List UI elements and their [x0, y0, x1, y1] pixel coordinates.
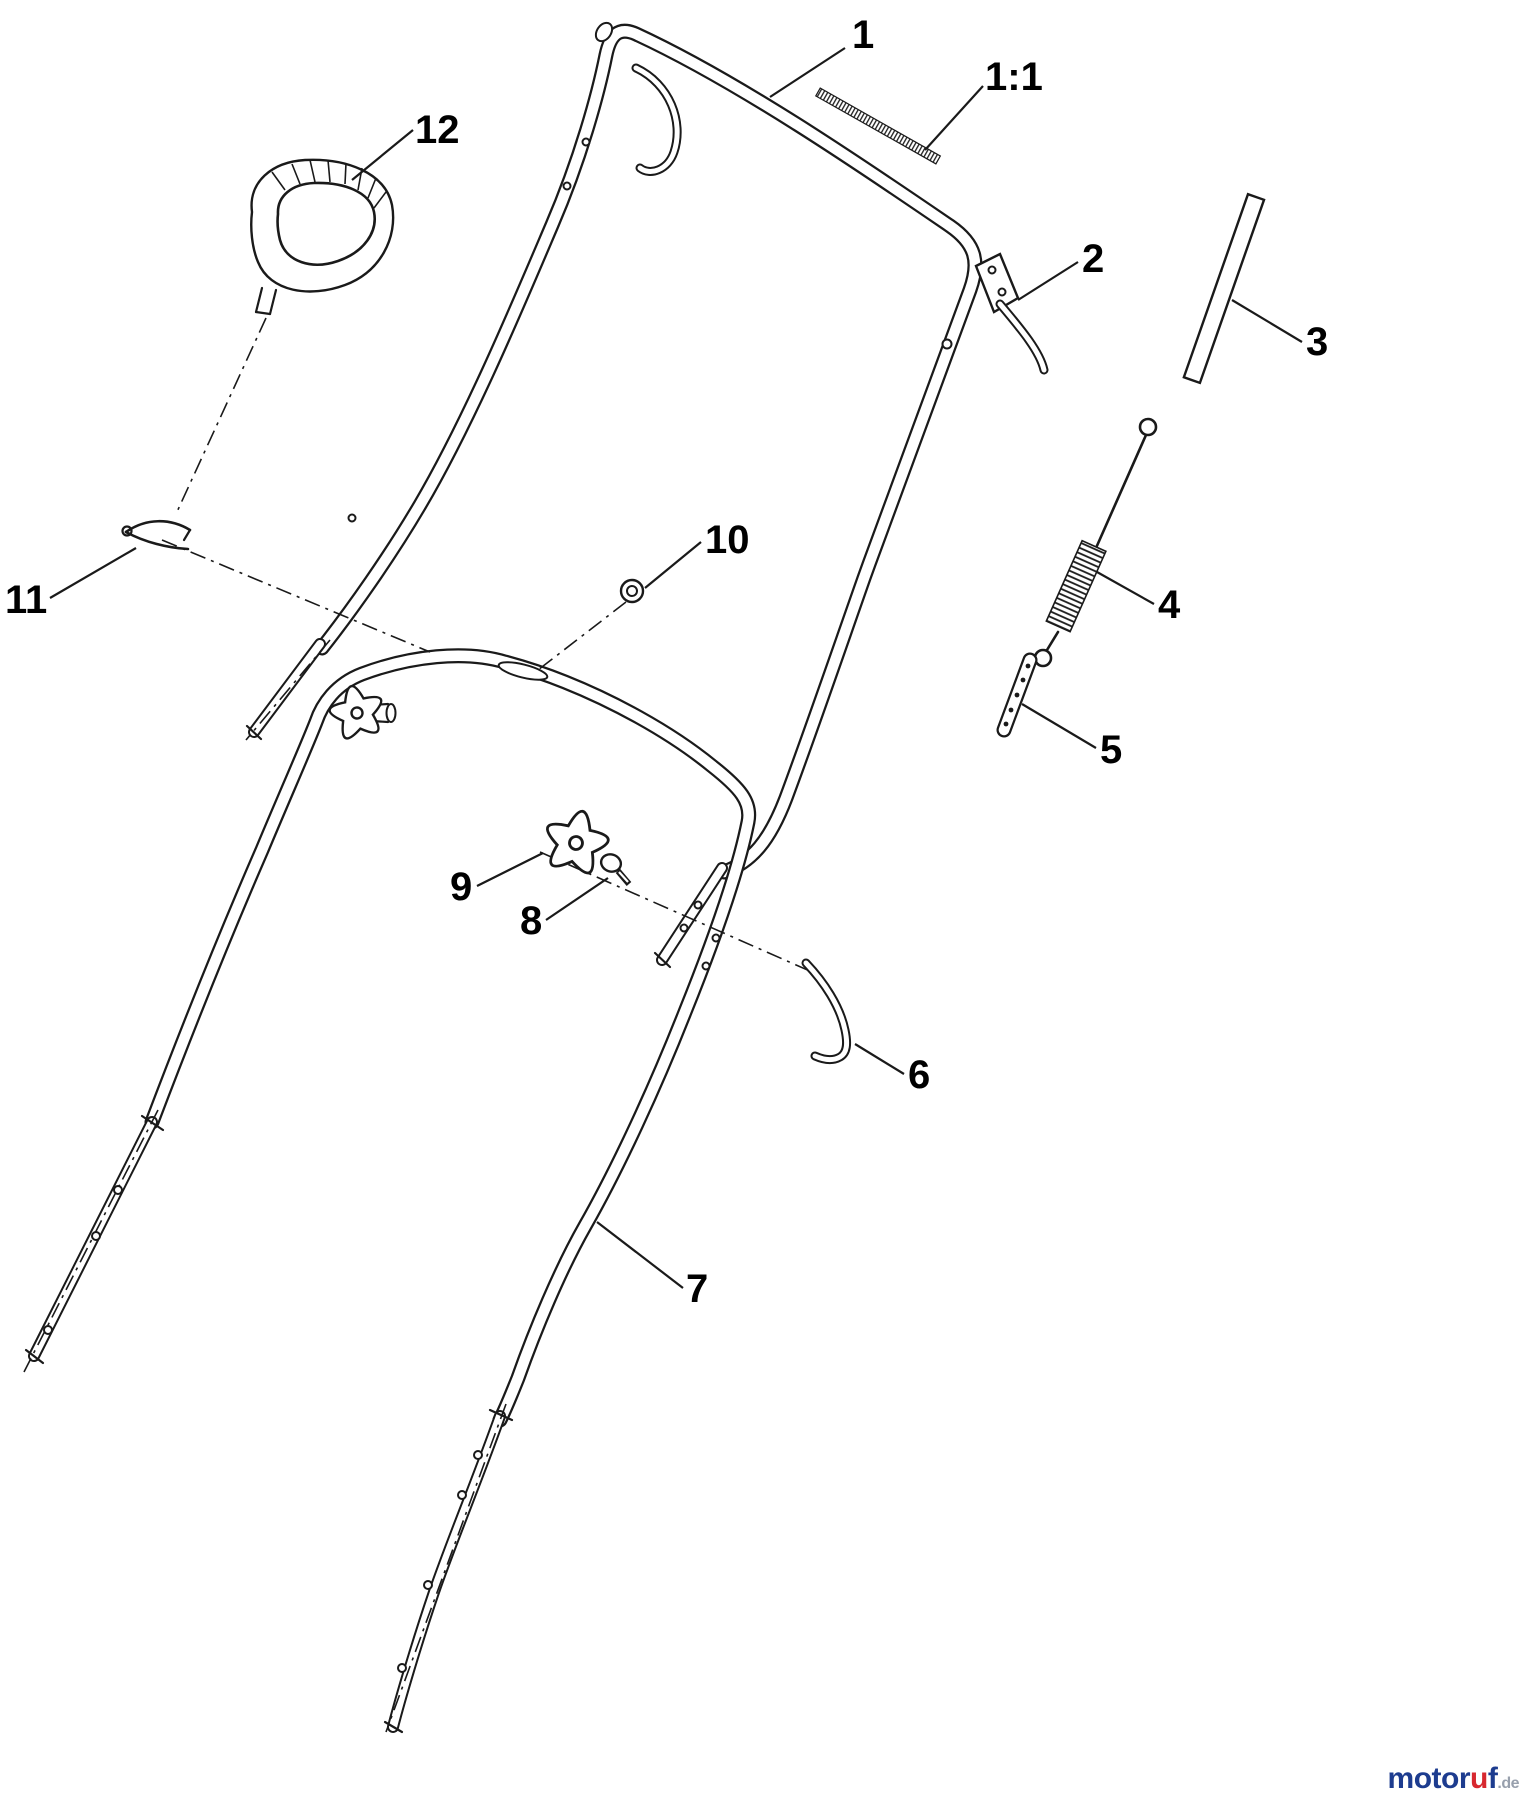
logo-text-motor: motor — [1387, 1762, 1471, 1795]
callout-label-7: 7 — [686, 1267, 708, 1311]
starter-grip-part-12 — [250, 158, 395, 316]
callout-label-11: 11 — [5, 578, 47, 622]
hairpin-clip-part-11 — [121, 519, 192, 551]
callout-labels: 1 1:1 2 3 4 5 6 7 8 9 10 11 12 — [5, 13, 1328, 1311]
l-hook-rod-part-6 — [806, 963, 847, 1060]
callout-label-scale: 1:1 — [985, 55, 1043, 99]
logo-text-f: f — [1487, 1762, 1498, 1795]
callout-label-4: 4 — [1158, 583, 1181, 627]
handle-brace-loop — [636, 68, 677, 171]
logo-text-u: u — [1470, 1762, 1488, 1795]
grip-hatch-lines — [271, 159, 387, 209]
callout-label-3: 3 — [1306, 320, 1328, 364]
callout-label-2: 2 — [1082, 237, 1104, 281]
perforated-strip-part-5 — [1004, 660, 1031, 730]
callout-label-10: 10 — [705, 518, 750, 562]
carriage-bolt-part-8 — [599, 853, 632, 886]
callout-label-5: 5 — [1100, 728, 1122, 772]
leader-lines — [49, 47, 1303, 1289]
callout-label-8: 8 — [520, 899, 542, 943]
upper-handle-tube — [322, 21, 975, 872]
grip-tape-strip-1to1 — [814, 87, 942, 165]
extension-spring-part-4 — [1033, 417, 1158, 668]
callout-label-12: 12 — [415, 108, 460, 152]
lower-handle-tube — [152, 656, 749, 1420]
motoruf-logo: motoruf.de — [1387, 1762, 1520, 1795]
flange-nut-part-10 — [619, 578, 645, 604]
callout-label-6: 6 — [908, 1053, 930, 1097]
grip-stem — [254, 286, 278, 316]
construction-lines — [23, 317, 813, 1733]
callout-label-9: 9 — [450, 865, 472, 909]
handle-end-cap — [594, 21, 614, 43]
tube-sleeve-part-3 — [1182, 192, 1266, 385]
tube-holes-and-ticks — [24, 137, 953, 1734]
crossbar-slot — [497, 661, 549, 681]
pivot-bracket-part-2 — [974, 252, 1044, 370]
callout-label-1: 1 — [852, 13, 874, 57]
logo-text-de: .de — [1497, 1775, 1519, 1792]
